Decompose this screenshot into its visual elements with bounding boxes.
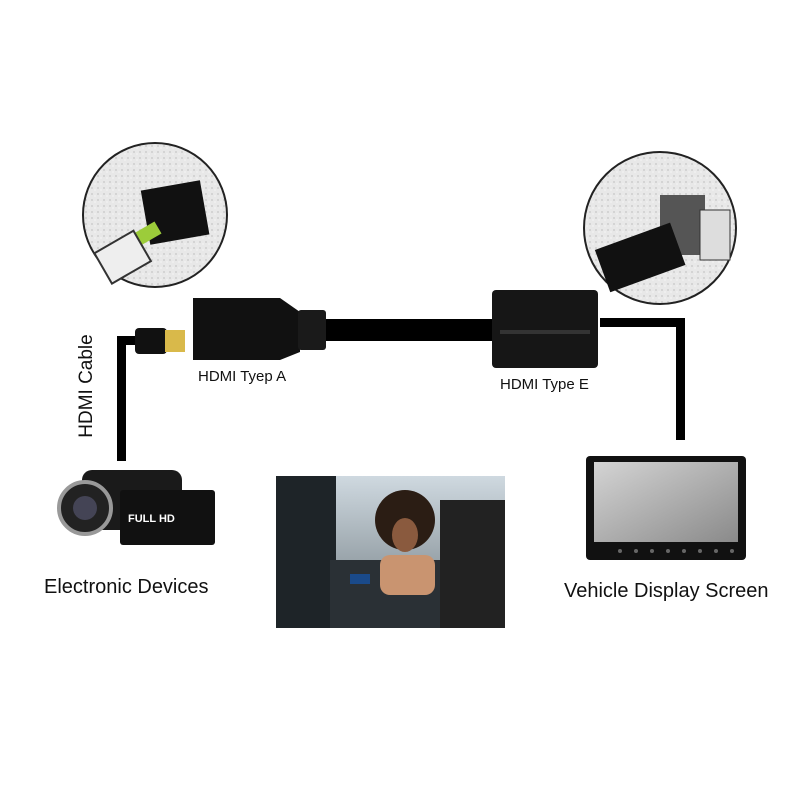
type-e-closeup-circle	[583, 151, 737, 305]
hdmi-cable	[117, 318, 685, 461]
camera-badge: FULL HD	[128, 513, 175, 525]
vehicle-monitor-image	[586, 456, 746, 560]
type-a-closeup-circle	[82, 142, 228, 288]
vehicle-display-label: Vehicle Display Screen	[564, 580, 769, 602]
hdmi-type-e-connector	[492, 290, 598, 368]
type-e-label: HDMI Type E	[500, 376, 589, 393]
camcorder-image: FULL HD	[57, 470, 215, 545]
hdmi-a-male-plug	[135, 328, 185, 354]
electronic-devices-label: Electronic Devices	[44, 576, 209, 598]
car-passenger-photo	[276, 476, 505, 628]
hdmi-cable-label: HDMI Cable	[76, 334, 97, 438]
type-a-label: HDMI Tyep A	[198, 368, 287, 385]
hdmi-type-a-female-adapter	[193, 298, 326, 360]
